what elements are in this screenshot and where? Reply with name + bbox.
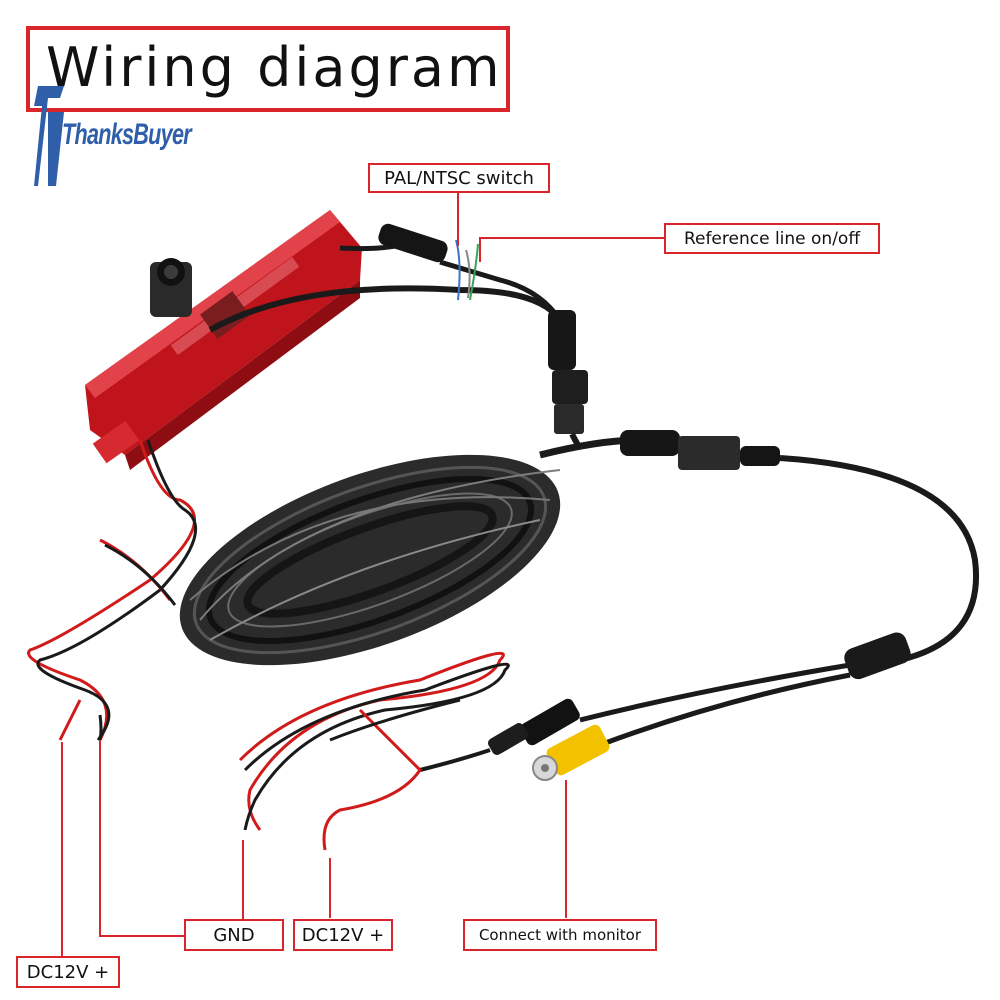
left-power-wires [27,439,198,741]
brake-light-camera [85,210,362,470]
label-dc12v-monitor: DC12V + [293,919,393,951]
label-connect-monitor: Connect with monitor [463,919,657,951]
cable-splitter [844,632,911,680]
aviation-connector-upper [548,310,588,434]
aviation-connector-horizontal [620,430,780,470]
video-plug-black [488,698,580,755]
pal-ntsc-connector [378,223,448,263]
coiled-cable-bundle [179,454,561,666]
thanksbuyer-logo [34,86,64,186]
leader-lines [61,192,664,958]
rca-plug-yellow [532,724,610,781]
label-dc12v-camera: DC12V + [16,956,120,988]
label-gnd: GND [184,919,284,951]
logo-text: ThanksBuyer [62,118,192,151]
monitor-power-wires [238,651,510,851]
title-frame [26,26,510,112]
label-pal-ntsc-switch: PAL/NTSC switch [368,163,550,193]
page-title: Wiring diagram [46,36,503,99]
label-reference-line: Reference line on/off [664,223,880,254]
